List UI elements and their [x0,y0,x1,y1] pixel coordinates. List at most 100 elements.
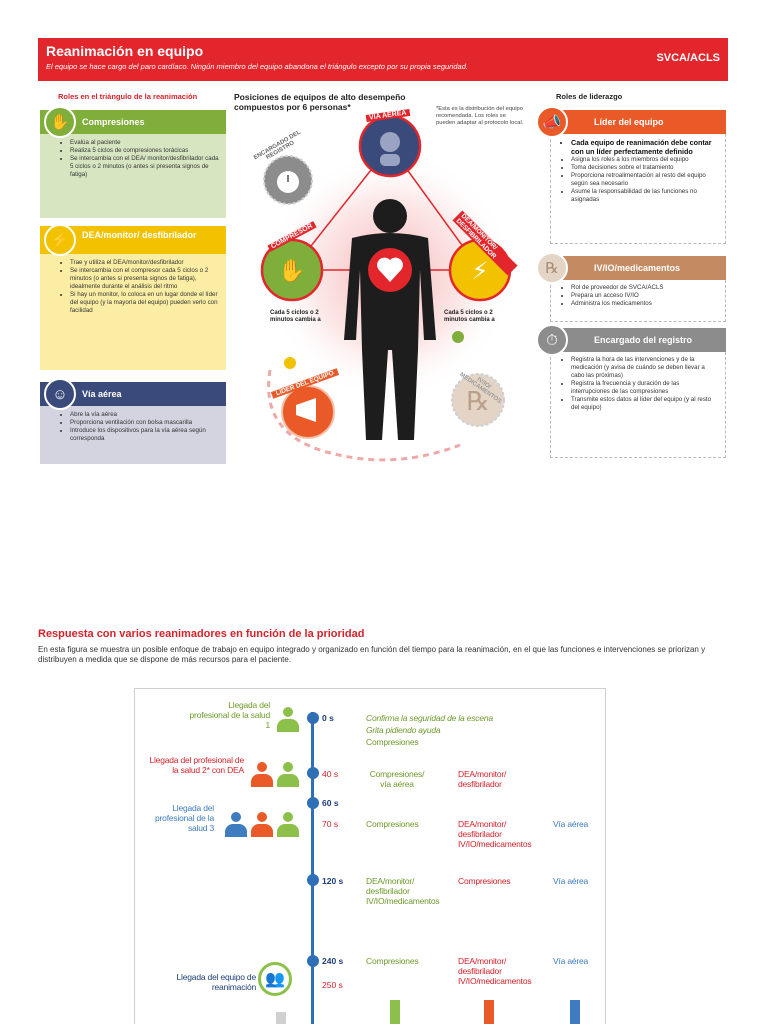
medicamentos-title: IV/IO/medicamentos [550,256,726,280]
person-icon-red [250,812,274,838]
row70-col1: Compresiones [366,819,419,829]
list-item: Asume la responsabilidad de las funcione… [571,188,719,204]
list-item: Administra los medicamentos [571,300,719,308]
arrival-3: Llegada del profesional de la salud 3 [155,803,214,833]
time-240: 240 s [322,956,344,966]
page-title: Reanimación en equipo [46,43,204,59]
section2-title: Respuesta con varios reanimadores en fun… [38,628,365,640]
list-item: Si hay un monitor, lo coloca en un lugar… [70,291,220,315]
row240-col3: Vía aérea [553,956,589,966]
right-heading: Roles de liderazgo [556,92,623,101]
list-item: Transmite estos datos al líder del equip… [571,396,719,412]
arrival-2: Llegada del profesional de la salud 2* c… [149,755,244,775]
team-position-diagram: ✋ ⚡ ℞ [260,114,515,462]
lider-lead: Cada equipo de reanimación debe contar c… [571,138,719,156]
registro-title: Encargado del registro [550,328,726,352]
row0-compressions: Compresiones [366,737,419,747]
header-banner: Reanimación en equipo El equipo se hace … [38,38,728,81]
arrival-1: Llegada del profesional de la salud 1 [189,700,271,730]
list-item: Se intercambia con el DEA/ monitor/desfi… [70,155,220,179]
list-item: Evalúa al paciente [70,139,220,147]
person-icon-blue [224,812,248,838]
time-70: 70 s [322,819,339,829]
bar-green [390,1000,400,1024]
list-item: Registra la hora de las intervenciones y… [571,356,719,380]
medicamentos-panel: IV/IO/medicamentos Rol de proveedor de S… [550,256,726,322]
lider-body: Cada equipo de reanimación debe contar c… [550,134,726,244]
compresiones-body: Evalúa al paciente Realiza 5 ciclos de c… [40,134,226,183]
bar-red [484,1000,494,1024]
time-60: 60 s [322,798,339,808]
timeline-dot [307,767,319,779]
row120-col2: Compresiones [458,876,511,886]
lider-panel: Líder del equipo Cada equipo de reanimac… [550,110,726,244]
via-aerea-body: Abre la vía aérea Proporciona ventilació… [40,406,226,447]
row120-col3: Vía aérea [553,876,589,886]
time-120: 120 s [322,876,344,886]
bar-gray [276,1012,286,1024]
list-item: Realiza 5 ciclos de compresiones torácic… [70,147,220,155]
list-item: Se intercambia con el compresor cada 5 c… [70,267,220,291]
list-item: Registra la frecuencia y duración de las… [571,380,719,396]
team-icon: 👥 [258,962,292,996]
dea-body: Trae y utiliza el DEA/monitor/desfibrila… [40,254,226,319]
list-item: Abre la vía aérea [70,411,220,419]
timeline-dot [307,955,319,967]
list-item: Asigna los roles a los miembros del equi… [571,156,719,164]
medicamentos-role-circle [451,373,505,427]
left-heading: Roles en el triángulo de la reanimación [58,92,198,101]
svg-text:℞: ℞ [466,387,489,417]
center-note: *Esta es la distribución del equipo reco… [436,106,524,126]
section2-desc: En esta figura se muestra un posible enf… [38,645,706,664]
stopwatch-icon: ⏱ [536,324,568,356]
megaphone-icon: 📣 [536,106,568,138]
rx-icon: ℞ [536,252,568,284]
swap-note-left: Cada 5 ciclos o 2 minutos cambia a [270,310,321,323]
lightning-icon: ⚡ [44,224,76,256]
page-subtitle: El equipo se hace cargo del paro cardíac… [46,62,468,71]
row70-col3: Vía aérea [553,819,589,829]
hand-icon: ✋ [44,106,76,138]
person-icon-green [276,707,300,733]
list-item: Toma decisiones sobre el tratamiento [571,164,719,172]
compresiones-panel: Compresiones Evalúa al paciente Realiza … [40,110,226,218]
timeline-box [134,688,606,1024]
timeline-axis [311,712,314,1024]
list-item: Rol de proveedor de SVCA/ACLS [571,284,719,292]
time-40: 40 s [322,769,339,779]
person-icon-green [276,762,300,788]
heart-icon [377,257,403,282]
svg-text:⚡: ⚡ [472,257,489,285]
registro-body: Registra la hora de las intervenciones y… [550,352,726,458]
swap-dea-icon [284,357,296,369]
list-item: Proporciona retroalimentación al resto d… [571,172,719,188]
person-icon-red [250,762,274,788]
row40-col1: Compresiones/ vía aérea [369,769,425,789]
row40-col2: DEA/monitor/ desfibrilador [458,769,507,789]
list-item: Prepara un acceso IV/IO [571,292,719,300]
registro-panel: Encargado del registro Registra la hora … [550,328,726,458]
time-0: 0 s [322,713,334,723]
bar-blue [570,1000,580,1024]
row70-col2: DEA/monitor/ desfibrilador IV/IO/medicam… [458,819,532,849]
time-250: 250 s [322,980,343,990]
row0-help: Grita pidiendo ayuda [366,725,441,735]
list-item: Trae y utiliza el DEA/monitor/desfibrila… [70,259,220,267]
timeline-dot [307,712,319,724]
swap-note-right: Cada 5 ciclos o 2 minutos cambia a [444,310,495,323]
row120-col1: DEA/monitor/ desfibrilador IV/IO/medicam… [366,876,440,906]
person-icon-green [276,812,300,838]
brand-label: SVCA/ACLS [656,52,720,64]
lider-title: Líder del equipo [550,110,726,134]
row0-scene: Confirma la seguridad de la escena [366,713,493,723]
patient-silhouette [344,199,436,440]
row240-col1: Compresiones [366,956,419,966]
arrival-team: Llegada del equipo de reanimación [176,972,257,992]
swap-compressor-icon [452,331,464,343]
list-item: Introduce los dispositivos para la vía a… [70,427,220,443]
center-heading: Posiciones de equipos de alto desempeño … [234,92,406,112]
svg-text:✋: ✋ [278,258,305,284]
list-item: Proporciona ventilación con bolsa mascar… [70,419,220,427]
medicamentos-body: Rol de proveedor de SVCA/ACLS Prepara un… [550,280,726,322]
timeline-dot [307,797,319,809]
